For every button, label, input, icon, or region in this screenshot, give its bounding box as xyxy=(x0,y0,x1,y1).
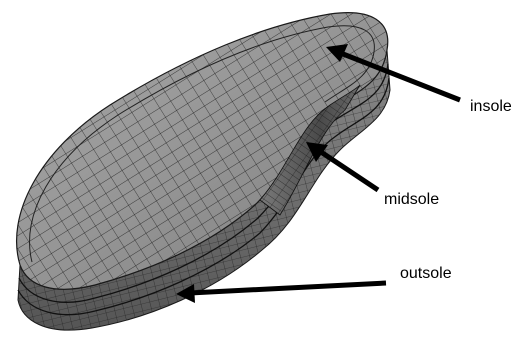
insole-label: insole xyxy=(470,98,512,115)
midsole-arrow xyxy=(306,142,380,193)
insole-arrow xyxy=(326,44,461,103)
midsole-label: midsole xyxy=(384,191,439,208)
outsole-arrow xyxy=(176,280,387,303)
outsole-label: outsole xyxy=(400,265,452,282)
